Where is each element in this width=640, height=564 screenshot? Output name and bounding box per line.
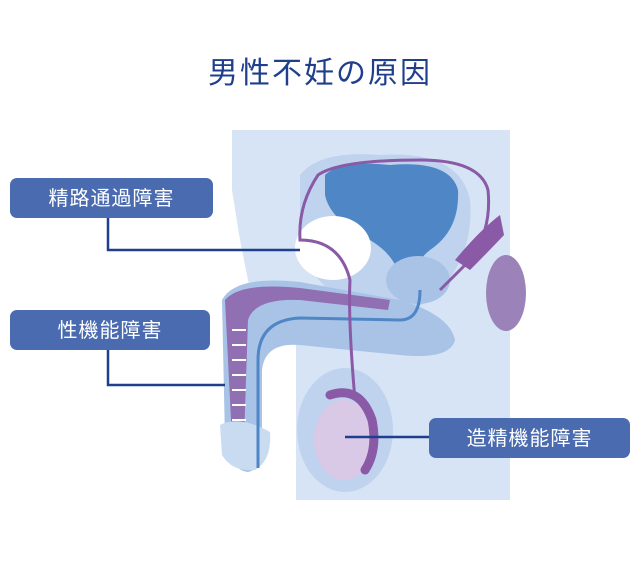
urethra-line [256,289,422,468]
pubic-bone [295,216,371,280]
label-sperm-duct-disorder: 精路通過障害 [10,178,213,218]
epididymis [325,388,379,475]
label-spermatogenic-dysfunction: 造精機能障害 [429,418,630,458]
vas-deferens [298,158,491,401]
leader-line-sexual [106,350,225,387]
leader-line-sperm-duct [106,218,300,252]
rectum-shape [486,255,526,331]
bladder-shape [325,163,459,280]
glans [220,421,271,471]
urethra-ribs [232,329,246,421]
page-title: 男性不妊の原因 [208,56,432,91]
prostate-shape [386,256,450,304]
penis-shaft [222,280,455,472]
testis [314,400,374,480]
label-sexual-dysfunction: 性機能障害 [10,310,210,350]
